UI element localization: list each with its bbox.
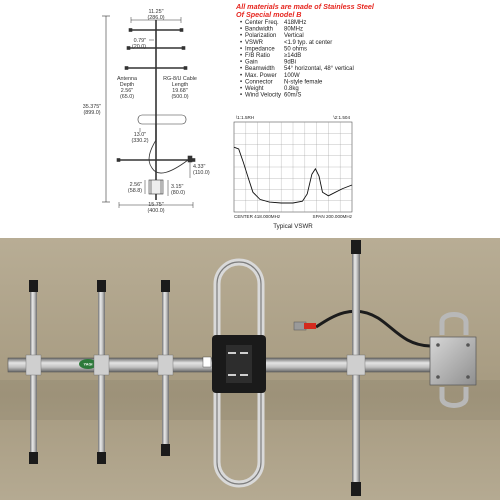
clamp-gap-label: 3.15" [171, 184, 183, 190]
antenna-depth-mm-label: (65.0) [120, 94, 134, 100]
cable-title-1: RG-8/U Cable [163, 76, 197, 82]
clamp-gap-mm-label: (80.0) [171, 190, 185, 196]
clamp-height-mm-label: (58.8) [128, 188, 142, 194]
spec-bullet: • [240, 86, 242, 92]
technical-drawing [102, 15, 196, 208]
director-1 [25, 280, 42, 464]
top-width-mm-label: (286.0) [147, 15, 164, 21]
spec-label: Connector [245, 79, 273, 85]
vswr-plot: \1:1.5RH \2:1.504 CENTER 418.000MHz SPAN… [233, 115, 353, 230]
spec-value: ≥14dB [284, 53, 301, 59]
spec-heading-line-1: All materials are made of Stainless Stee… [235, 2, 375, 11]
spec-value: 418MHz [284, 20, 306, 26]
dipole-width-mm-label: (330.2) [131, 138, 148, 144]
element-gap-label: 0.79" [134, 38, 146, 44]
total-height-label: 35.375" [83, 104, 101, 110]
spec-bullet: • [240, 27, 242, 33]
spec-value: 100W [284, 73, 300, 79]
vswr-top-right: \2:1.504 [333, 115, 350, 120]
spec-value: 80MHz [284, 27, 303, 33]
element-gap-mm-label: (20.0) [132, 44, 146, 50]
spec-heading: All materials are made of Stainless Stee… [235, 2, 375, 19]
vswr-bottom-right: SPAN 200.000MHz [313, 214, 353, 219]
spec-value: 60m/S [284, 93, 301, 99]
dipole-width-label: 13.0" [134, 132, 146, 138]
spec-label: Center Freq. [245, 20, 279, 26]
spec-label: Beamwidth [245, 66, 275, 72]
vswr-caption: Typical VSWR [273, 223, 313, 230]
spec-value: N-style female [284, 79, 323, 85]
folded-dipole [202, 258, 266, 488]
spec-label: Max. Power [245, 73, 277, 79]
coax-cable [315, 309, 431, 348]
spec-value: 9dBi [284, 60, 296, 66]
spec-bullet: • [240, 73, 242, 79]
antenna-depth-title-2: Depth [120, 82, 134, 88]
spec-bullet: • [240, 46, 242, 52]
dipole-gap-mm-label: (110.0) [193, 170, 210, 176]
vswr-trace [233, 146, 353, 204]
boom-label: YAGI [84, 363, 93, 367]
spec-bullet: • [240, 79, 242, 85]
mounting-plate [429, 312, 477, 408]
spec-bullet: • [240, 33, 242, 39]
vswr-bottom-left: CENTER 418.000MHz [234, 214, 281, 219]
antenna-depth-label: 2.56" [121, 88, 133, 94]
spec-value: Vertical [284, 33, 304, 39]
spec-label: Polarization [245, 33, 276, 39]
spec-label: VSWR [245, 40, 264, 46]
spec-bullet: • [240, 66, 242, 72]
reflector [346, 240, 366, 496]
reflector-width-label: 15.75" [148, 202, 163, 208]
total-height-mm-label: (899.0) [83, 110, 100, 116]
connector-red-cap [304, 323, 316, 329]
cable-length-mm-label: (500.0) [171, 94, 188, 100]
boom-sticker [79, 359, 97, 369]
clamp-height-label: 2.56" [130, 182, 142, 188]
spec-value: 54° horizontal, 48° vertical [284, 66, 354, 72]
spec-bullet: • [240, 93, 242, 99]
spec-label: F/B Ratio [245, 53, 271, 59]
director-2 [93, 280, 110, 464]
director-3 [157, 280, 174, 456]
spec-bullet: • [240, 40, 242, 46]
spec-label: Wind Velocity [245, 93, 281, 99]
cable-length-label: 19.68" [172, 88, 187, 94]
spec-label: Bandwidth [245, 27, 273, 33]
product-photo: YAGI [0, 238, 500, 500]
spec-label: Weight [245, 86, 264, 92]
vswr-top-left: \1:1.5RH [236, 115, 254, 120]
spec-label: Impedance [245, 46, 275, 52]
spec-label: Gain [245, 60, 258, 66]
spec-value: 50 ohms [284, 46, 307, 52]
antenna-depth-title-1: Antenna [117, 76, 137, 82]
reflector-width-mm-label: (400.0) [147, 208, 164, 214]
cable-title-2: Length [172, 82, 189, 88]
spec-heading-line-2: Of Special model B [236, 10, 302, 19]
dipole-gap-label: 4.33" [193, 164, 205, 170]
spec-bullet: • [240, 20, 242, 26]
spec-value: <1.9 typ. at center [284, 40, 332, 46]
spec-value: 0.8kg [284, 86, 299, 92]
top-width-label: 11.25" [148, 9, 163, 15]
spec-bullet: • [240, 60, 242, 66]
spec-bullet: • [240, 53, 242, 59]
drawing-labels: 11.25" (286.0) 0.79" (20.0) Antenna Dept… [83, 9, 210, 214]
